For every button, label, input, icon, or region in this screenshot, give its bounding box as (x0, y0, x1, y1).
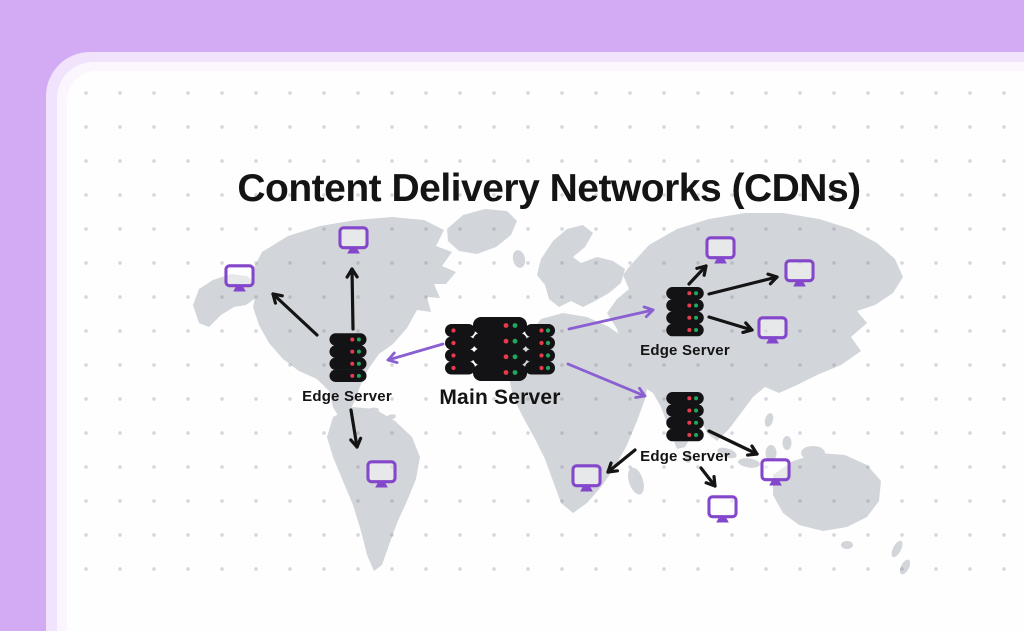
edge-server-west-label: Edge Server (302, 388, 392, 405)
client-monitor-icon-south-america (366, 460, 397, 493)
continents (193, 209, 911, 575)
main-server-label: Main Server (439, 386, 561, 409)
client-monitor-icon-north-canada (338, 226, 369, 259)
edge-server-northeast-label: Edge Server (640, 342, 730, 359)
edge-server-southeast-label: Edge Server (640, 448, 730, 465)
client-monitor-icon-alaska (224, 264, 255, 297)
edge-server-northeast-icon (665, 287, 705, 337)
client-monitor-icon-japan (757, 316, 788, 349)
main-server-icon (445, 317, 555, 381)
page-title: Content Delivery Networks (CDNs) (237, 167, 861, 211)
arrow-edgese-to-client-west (606, 448, 637, 474)
arrow-edgese-to-client-east (707, 429, 759, 457)
client-monitor-icon-east-russia (784, 259, 815, 292)
edge-server-west-icon (329, 333, 367, 383)
arrow-main-to-edgene (567, 305, 655, 331)
client-monitor-icon-australia-east (760, 458, 791, 491)
arrow-main-to-edgewest (386, 342, 445, 364)
client-monitor-icon-north-russia (705, 236, 736, 269)
arrow-edgewest-to-client-south (349, 408, 363, 449)
edge-server-southeast-icon (665, 392, 705, 442)
client-monitor-icon-africa (571, 464, 602, 497)
connection-arrows (271, 264, 779, 488)
arrow-main-to-edgese (566, 362, 647, 399)
arrow-edgene-to-client-east (707, 272, 779, 296)
arrow-edgese-to-client-south (699, 466, 717, 488)
arrow-edgene-to-client-north (687, 264, 708, 286)
arrow-edgene-to-client-southeast (707, 315, 754, 335)
arrow-edgewest-to-client-north (345, 267, 359, 331)
arrow-edgewest-to-client-alaska (271, 292, 319, 337)
client-monitor-icon-australia-west (707, 495, 738, 528)
world-map (193, 209, 911, 575)
